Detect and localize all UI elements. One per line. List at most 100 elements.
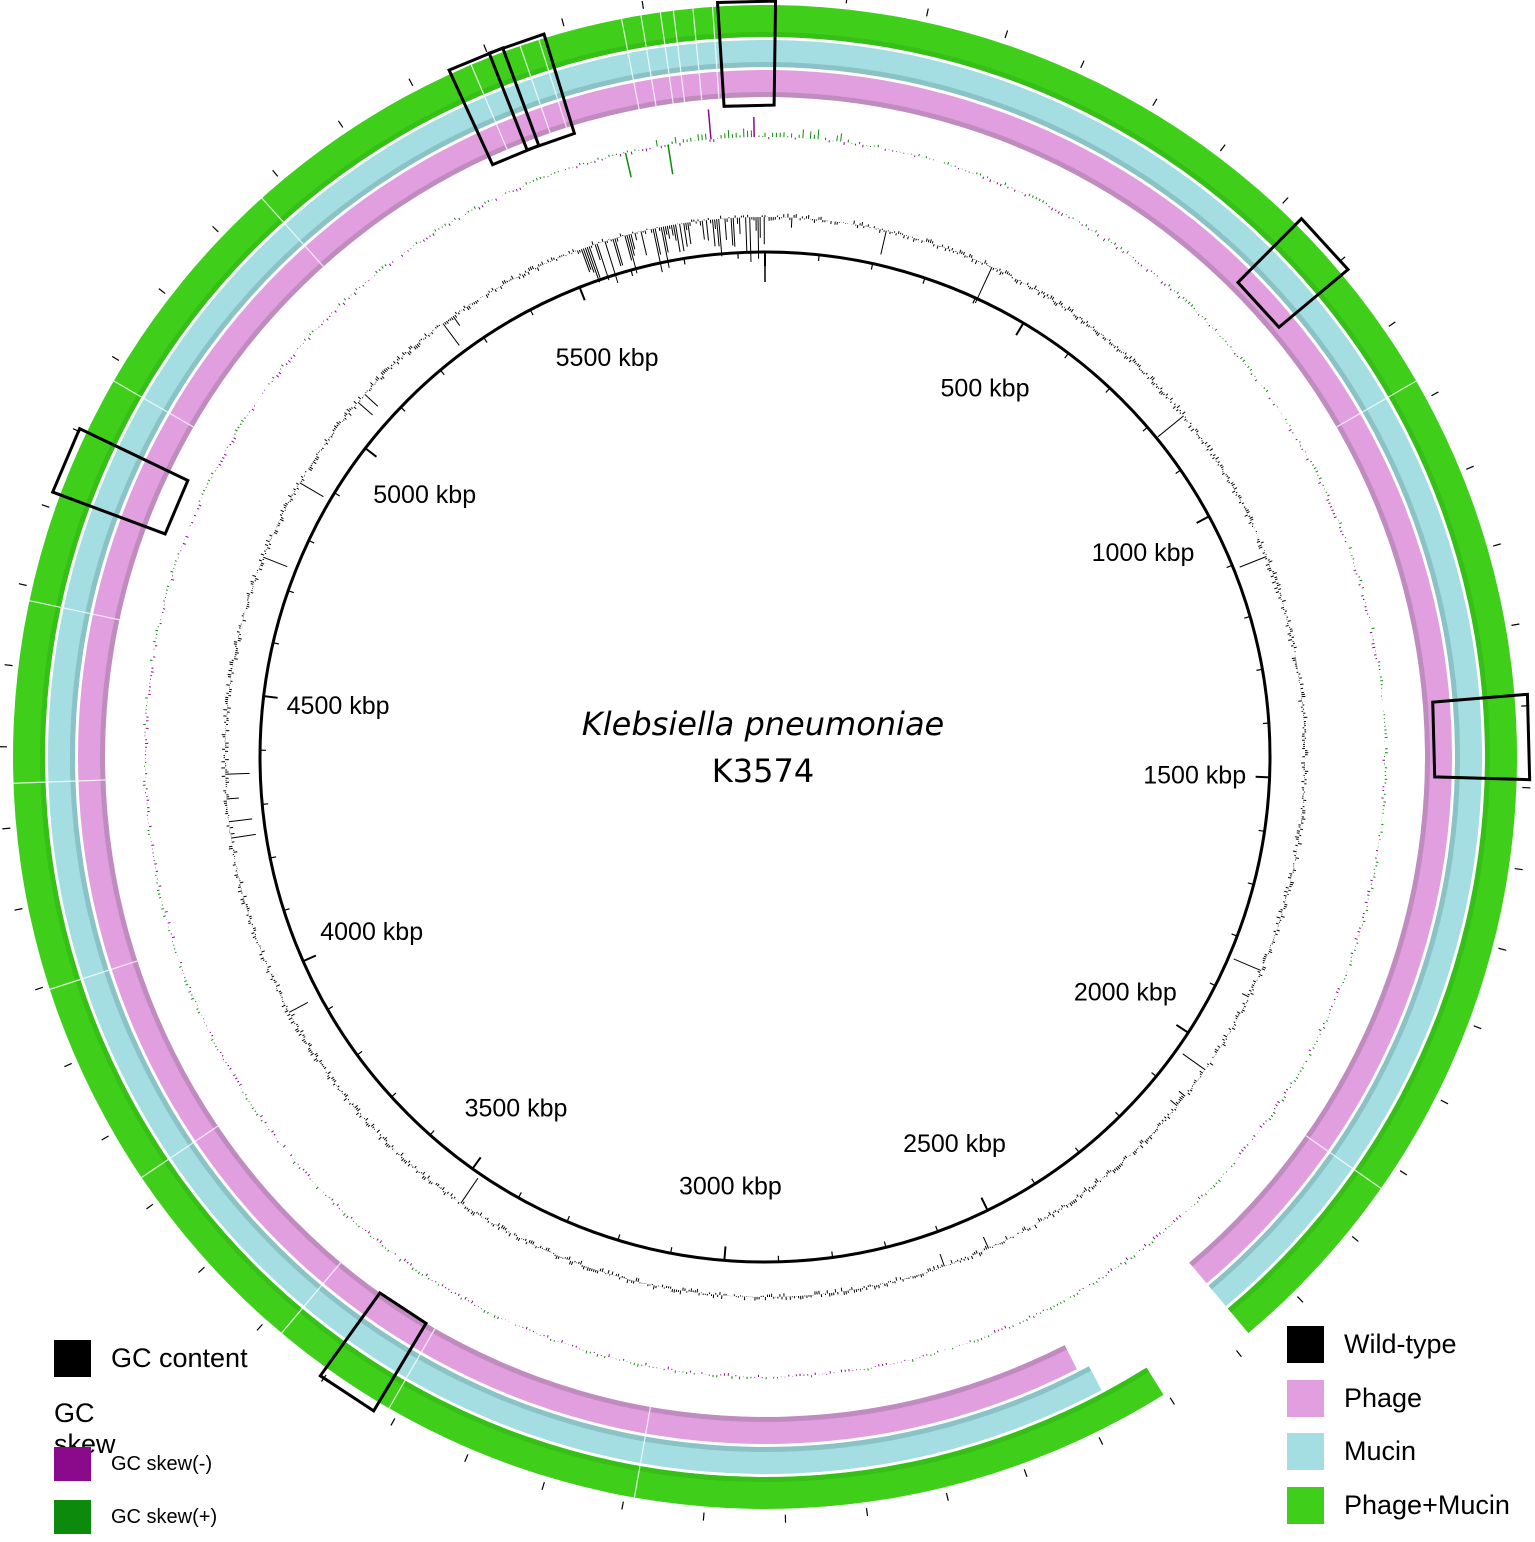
minor-tick — [1064, 352, 1069, 359]
outer-tick — [14, 908, 23, 911]
minor-tick — [483, 337, 488, 343]
legend-gc-content: GC content — [54, 1340, 248, 1377]
minor-tick — [1247, 882, 1254, 886]
minor-tick — [1142, 426, 1148, 432]
major-tick — [471, 1156, 482, 1170]
minor-tick — [883, 1241, 887, 1248]
outer-tick — [4, 664, 13, 667]
outer-tick — [1399, 1170, 1408, 1176]
minor-tick — [630, 269, 634, 277]
wild-type-label: Wild-type — [1344, 1329, 1457, 1359]
gc-skew-spike — [707, 109, 712, 140]
gc-skew-track — [142, 109, 1388, 1380]
ring-stripe — [633, 1406, 651, 1498]
ring-stripe — [49, 960, 138, 990]
outer-tick — [1388, 321, 1396, 327]
minor-tick — [1209, 982, 1216, 987]
ring-stripe — [519, 45, 551, 134]
highlight-boxes — [50, 0, 1532, 1413]
highlight-box — [50, 426, 190, 536]
outer-tick — [945, 1492, 949, 1501]
outer-tick — [198, 1266, 205, 1274]
minor-tick — [972, 297, 976, 304]
outer-tick — [101, 1135, 109, 1141]
scale-label: 2000 kbp — [1074, 979, 1177, 1007]
legend-phage: Phage — [1287, 1380, 1422, 1417]
highlight-box — [318, 1290, 429, 1413]
minor-tick — [272, 642, 280, 645]
phage-label: Phage — [1344, 1383, 1423, 1413]
outer-tick — [464, 1454, 469, 1462]
minor-tick — [1175, 469, 1181, 475]
legend-gc-skew-neg: GC skew(-) — [54, 1447, 212, 1481]
gc-skew-pos-swatch — [54, 1500, 91, 1534]
outer-tick — [1098, 1437, 1104, 1445]
minor-tick — [817, 254, 820, 261]
ring-stripe — [388, 1328, 436, 1409]
ring-stripe — [1305, 1135, 1382, 1189]
outer-tick — [865, 1508, 869, 1517]
ring-stripe — [692, 8, 703, 101]
major-tick — [1255, 775, 1270, 779]
scale-label: 3500 kbp — [465, 1095, 568, 1123]
minor-tick — [308, 539, 315, 544]
mucin-label: Mucin — [1344, 1436, 1417, 1466]
outer-tick — [1492, 543, 1501, 547]
minor-tick — [334, 492, 341, 497]
ring-stripe — [672, 10, 686, 102]
outer-tick — [621, 1501, 624, 1510]
ring-stripe — [538, 39, 568, 128]
outer-tick — [408, 78, 414, 87]
legend-wild-type: Wild-type — [1287, 1326, 1457, 1363]
major-tick — [723, 1246, 727, 1261]
minor-tick — [262, 803, 269, 805]
ring-stripe — [620, 18, 640, 110]
outer-tick — [272, 169, 279, 177]
outer-tick — [390, 1418, 396, 1426]
minor-tick — [670, 1247, 673, 1254]
outer-tick — [41, 504, 50, 508]
ring-stripe — [141, 1125, 219, 1179]
gc-skew-pos-label: GC skew(+) — [111, 1505, 218, 1528]
minor-tick — [935, 1225, 939, 1232]
scale-label: 1000 kbp — [1092, 539, 1195, 567]
scale-label: 1500 kbp — [1143, 761, 1246, 789]
legend-mucin: Mucin — [1287, 1433, 1416, 1470]
phage-mucin-swatch — [1287, 1487, 1324, 1524]
outer-tick — [1514, 867, 1523, 871]
minor-tick — [391, 1092, 397, 1098]
minor-tick — [356, 1050, 363, 1056]
minor-tick — [429, 1130, 435, 1136]
ring-stripe — [13, 779, 106, 784]
legend-phage-mucin: Phage+Mucin — [1287, 1487, 1510, 1524]
gc-skew-negative — [144, 137, 1385, 1378]
outer-tick — [561, 18, 565, 27]
ring-stripe — [640, 15, 657, 107]
gc-skew-neg-label: GC skew(-) — [111, 1452, 213, 1475]
ring-stripe — [113, 380, 194, 428]
outer-tick — [1440, 1099, 1449, 1105]
outer-tick — [541, 1482, 545, 1491]
highlight-box — [1235, 216, 1351, 330]
minor-tick — [517, 1192, 522, 1198]
outer-tick — [483, 44, 488, 53]
major-tick — [1015, 322, 1025, 336]
outer-tick — [2, 827, 11, 830]
minor-tick — [287, 590, 295, 594]
minor-tick — [1074, 1147, 1080, 1153]
outer-tick — [925, 8, 929, 17]
outer-tick — [845, 0, 848, 4]
ring-stripe — [711, 6, 720, 99]
minor-tick — [283, 908, 290, 912]
gc-content-track — [221, 213, 1309, 1301]
gc-content-label: GC content — [111, 1343, 248, 1373]
outer-tick — [18, 583, 27, 587]
ring-stripe — [281, 1262, 342, 1334]
outer-tick — [146, 1203, 154, 1210]
highlight-box — [715, 0, 778, 108]
major-tick — [364, 447, 378, 458]
minor-tick — [270, 856, 277, 859]
minor-tick — [1105, 387, 1111, 393]
